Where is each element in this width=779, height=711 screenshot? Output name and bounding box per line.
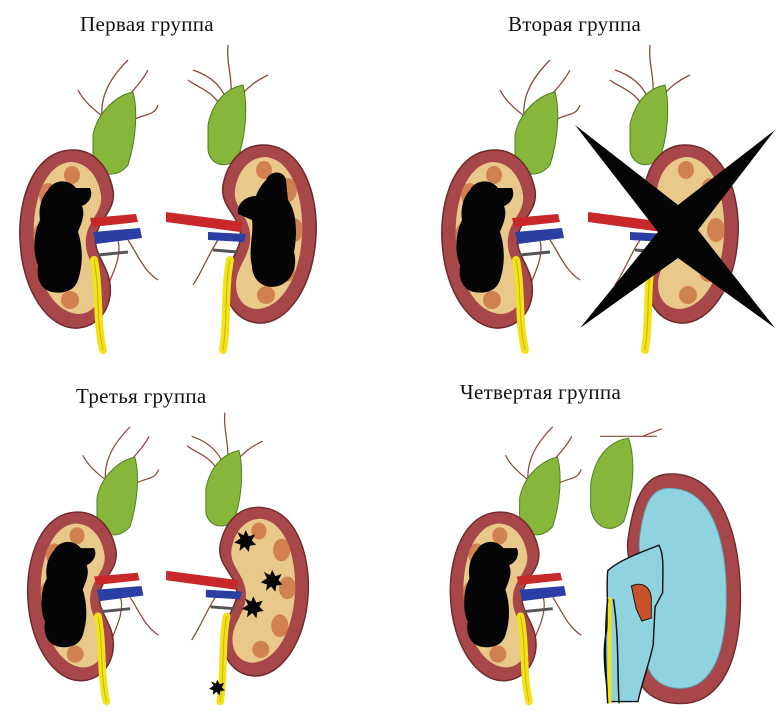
right-kidney xyxy=(166,45,316,350)
right-kidney xyxy=(166,413,308,702)
group-3-panel xyxy=(8,370,328,711)
left-kidney xyxy=(28,427,159,702)
group-1-panel xyxy=(8,0,328,360)
group-2-panel xyxy=(430,0,775,360)
group-4-panel xyxy=(430,370,775,711)
left-kidney xyxy=(450,427,581,702)
hydronephrotic-kidney xyxy=(586,429,766,704)
left-kidney xyxy=(20,60,158,350)
left-kidney xyxy=(442,60,580,350)
